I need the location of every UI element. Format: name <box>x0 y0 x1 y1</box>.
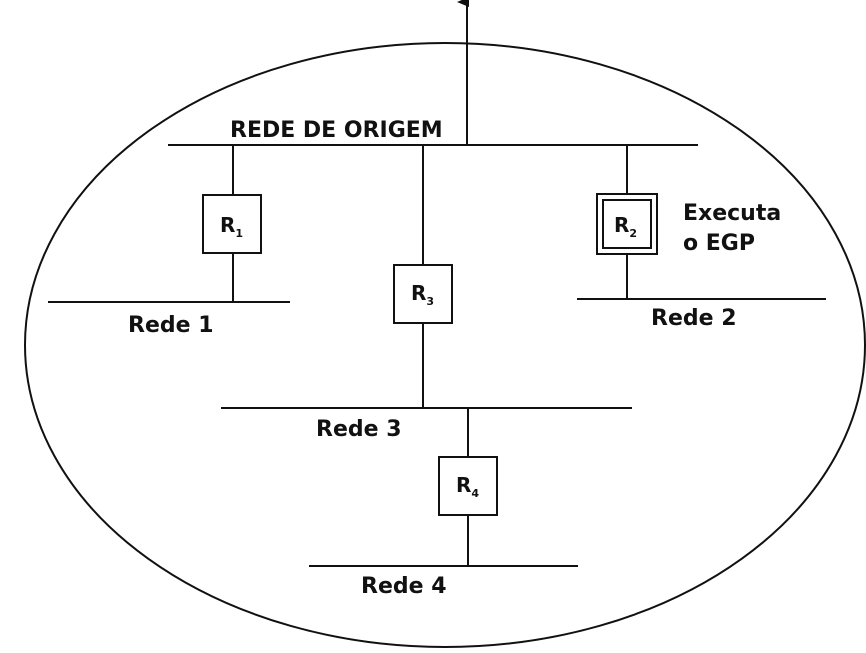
net4-label: Rede 4 <box>361 574 447 599</box>
origin-network-label: REDE DE ORIGEM <box>230 118 443 143</box>
router-r4-label: R4 <box>456 473 479 500</box>
router-r1 <box>202 194 262 254</box>
egp-note-line2: o EGP <box>683 231 755 256</box>
router-r2-label: R2 <box>614 213 637 240</box>
router-r1-label: R1 <box>220 213 243 240</box>
egp-note-line1: Executa <box>683 201 781 226</box>
net1-label: Rede 1 <box>128 313 214 338</box>
autonomous-system-boundary <box>24 42 866 648</box>
net2-label: Rede 2 <box>651 306 737 331</box>
router-r3-label: R3 <box>411 281 434 308</box>
router-r4 <box>438 456 498 516</box>
router-r2 <box>602 199 652 249</box>
net3-label: Rede 3 <box>316 417 402 442</box>
